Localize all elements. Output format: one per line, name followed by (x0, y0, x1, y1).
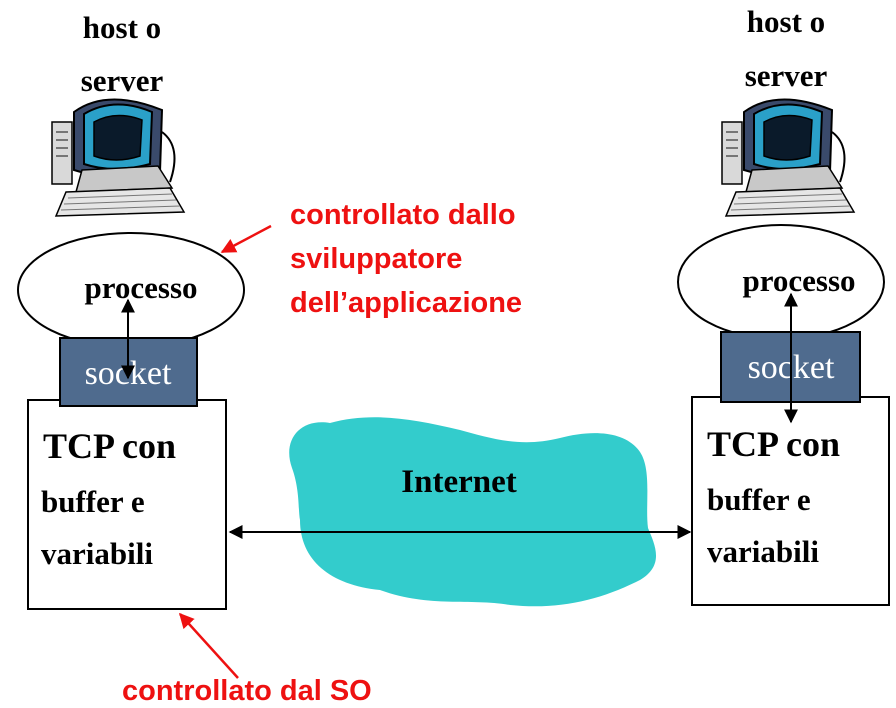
developer-annotation-line3: dell’applicazione (290, 287, 522, 319)
developer-annotation-arrow (220, 224, 272, 254)
computer-icon (721, 98, 855, 217)
internet-label: Internet (401, 464, 516, 500)
internet-cloud (289, 417, 657, 607)
left-process-label: processo (84, 270, 197, 305)
right-tcp-box (691, 396, 890, 606)
left-tcp-line1: TCP con (43, 426, 176, 466)
left-tcp-line3: variabili (41, 536, 153, 571)
right-host-title-line1: host o (747, 4, 825, 39)
right-tcp-line1: TCP con (707, 424, 840, 464)
developer-annotation-line2: sviluppatore (290, 243, 462, 275)
left-tcp-line2: buffer e (41, 484, 145, 519)
right-tcp-line2: buffer e (707, 482, 811, 517)
right-tcp-line3: variabili (707, 534, 819, 569)
developer-annotation-line1: controllato dallo (290, 199, 516, 231)
computer-icon (51, 98, 185, 217)
right-process-label: processo (742, 263, 855, 298)
left-host-title-line1: host o (83, 10, 161, 45)
right-host-title-line2: server (745, 58, 828, 93)
left-tcp-box (27, 399, 227, 610)
os-annotation: controllato dal SO (122, 675, 372, 707)
os-annotation-arrow (178, 612, 239, 679)
left-host-title-line2: server (81, 63, 164, 98)
